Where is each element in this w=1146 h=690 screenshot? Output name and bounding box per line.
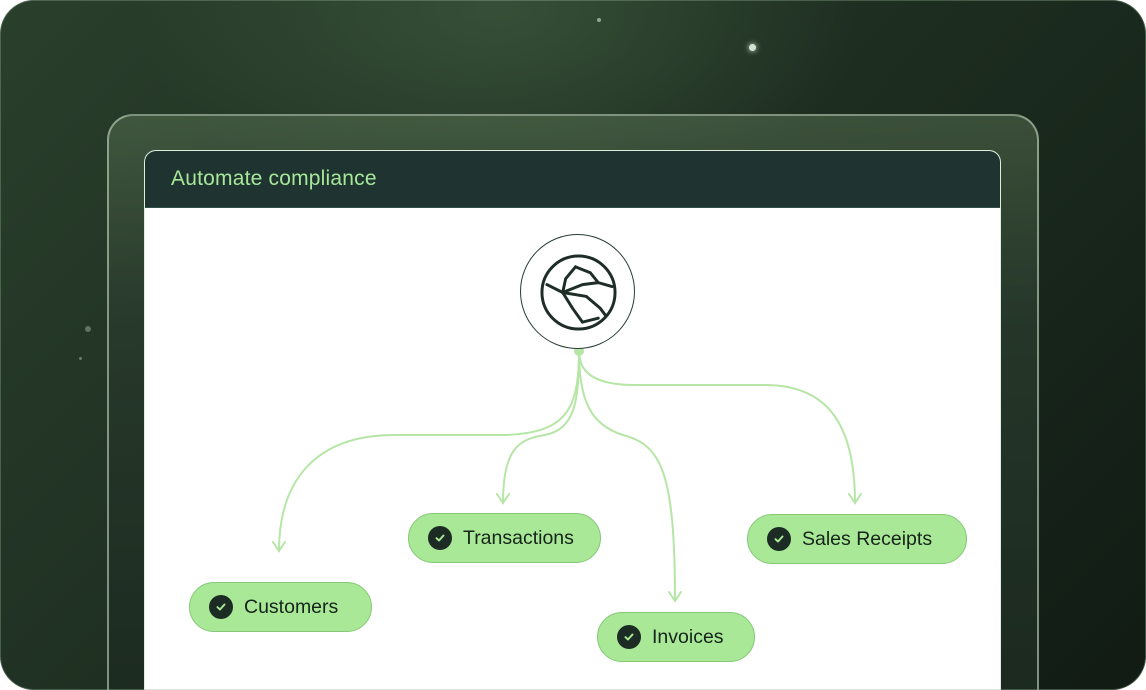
record-pill-transactions: Transactions bbox=[408, 513, 601, 563]
record-pill-customers: Customers bbox=[189, 582, 372, 632]
check-icon bbox=[209, 595, 233, 619]
connector-sales-receipts bbox=[578, 350, 856, 504]
window-title: Automate compliance bbox=[171, 167, 377, 190]
record-pill-invoices: Invoices bbox=[597, 612, 755, 662]
record-pill-sales-receipts: Sales Receipts bbox=[747, 514, 967, 564]
star-dot bbox=[85, 326, 91, 332]
connector-transactions bbox=[502, 350, 580, 504]
record-label: Transactions bbox=[463, 526, 574, 549]
check-icon bbox=[617, 625, 641, 649]
connector-customers bbox=[278, 350, 580, 552]
connector-invoices bbox=[578, 350, 676, 602]
compliance-window: Automate compliance bbox=[144, 150, 1001, 690]
arrowhead-transactions bbox=[496, 493, 510, 505]
star-dot bbox=[597, 18, 601, 22]
arrowhead-customers bbox=[272, 541, 286, 553]
integration-hub bbox=[520, 234, 635, 349]
star-dot bbox=[749, 44, 756, 51]
record-label: Invoices bbox=[652, 625, 724, 648]
arrowhead-sales-receipts bbox=[848, 493, 862, 505]
window-titlebar: Automate compliance bbox=[145, 151, 1000, 208]
check-icon bbox=[767, 527, 791, 551]
check-icon bbox=[428, 526, 452, 550]
star-dot bbox=[79, 357, 82, 360]
record-label: Customers bbox=[244, 595, 339, 618]
network-globe-icon bbox=[540, 254, 617, 331]
arrowhead-invoices bbox=[668, 591, 682, 603]
record-label: Sales Receipts bbox=[802, 527, 933, 550]
